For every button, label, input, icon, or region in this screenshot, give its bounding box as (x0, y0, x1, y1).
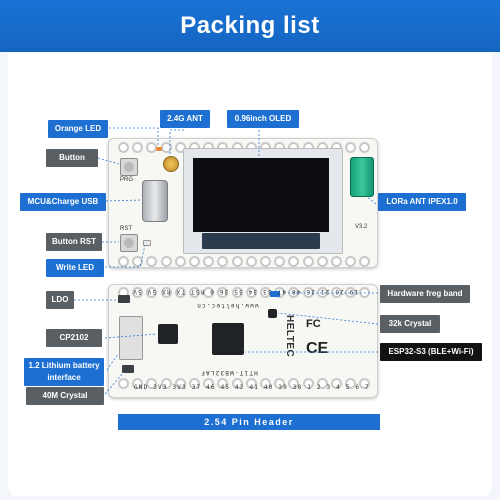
header-pin (160, 378, 172, 389)
header-pin (118, 378, 129, 389)
header-pin (231, 378, 243, 389)
header-pin (245, 287, 257, 298)
header-pin (160, 256, 172, 267)
header-pin (203, 378, 215, 389)
header-pin (288, 256, 300, 267)
header-pin (302, 287, 314, 298)
header-pin (359, 256, 371, 267)
header-pin (217, 287, 229, 298)
header-pin (189, 378, 200, 389)
header-pin (118, 256, 129, 267)
label-esp32: ESP32-S3 (BLE+Wi-Fi) (380, 343, 482, 361)
header-pin (345, 256, 357, 267)
header-pin (331, 256, 342, 267)
oled-screen (193, 158, 329, 232)
header-pin (160, 287, 172, 298)
white-led-chip (143, 240, 151, 246)
header-pin (146, 256, 158, 267)
header-pin (302, 256, 314, 267)
header-pin (174, 256, 186, 267)
rst-button[interactable] (120, 234, 138, 252)
oled-ribbon (202, 233, 320, 249)
bottom-pin-labels: GND 3V3 3V3 37 46 45 42 41 40 39 38 1 2 … (134, 384, 370, 391)
crystal-32k-chip (268, 309, 277, 318)
label-2g4-ant: 2.4G ANT (160, 110, 210, 128)
label-usb: MCU&Charge USB (20, 193, 106, 211)
antenna-connector-2g4 (163, 156, 179, 172)
label-lora-ant: LORa ANT IPEX1.0 (378, 193, 466, 211)
version-silkscreen: V3.2 (355, 224, 368, 230)
label-lithium: 1.2 Lithium battery interface (24, 358, 104, 386)
header-pin (260, 378, 271, 389)
label-40m-crystal: 40M Crystal (26, 387, 104, 405)
label-oled: 0.96inch OLED (227, 110, 299, 128)
header-pin (316, 256, 328, 267)
header-pin (345, 287, 357, 298)
header-pin (189, 256, 200, 267)
header-pin (231, 256, 243, 267)
page-title: Packing list (180, 12, 320, 39)
header-pin (274, 378, 286, 389)
fcc-mark: FC (306, 318, 321, 330)
top-pin-labels: 19 20 21 26 48 47 33 34 35 36 0 RST TX R… (132, 288, 359, 295)
header-pin (245, 256, 257, 267)
header-banner: Packing list (0, 0, 500, 52)
header-pin (160, 142, 172, 153)
header-pin (302, 378, 314, 389)
battery-connector (119, 316, 143, 360)
label-ldo: LDO (46, 291, 74, 309)
header-pin (217, 256, 229, 267)
label-button-rst: Button RST (46, 233, 102, 251)
header-pin (331, 378, 342, 389)
header-pin (245, 378, 257, 389)
prg-silkscreen: PRG (120, 177, 134, 183)
band-component (270, 291, 280, 297)
header-pin (174, 378, 186, 389)
prg-button[interactable] (120, 158, 138, 176)
rst-silkscreen: RST (120, 226, 132, 232)
ldo-chip (118, 295, 130, 303)
header-pin (345, 142, 357, 153)
header-pin (146, 378, 158, 389)
header-pin (345, 378, 357, 389)
header-pin (132, 378, 144, 389)
header-pin (146, 287, 158, 298)
header-pin (359, 287, 371, 298)
label-hw-band: Hardware freg band (380, 285, 470, 303)
header-pin (359, 378, 371, 389)
header-pin (231, 287, 243, 298)
header-pin (118, 142, 129, 153)
header-pin (288, 287, 300, 298)
header-pin (132, 287, 144, 298)
header-pin (331, 287, 342, 298)
header-pin (203, 287, 215, 298)
lora-antenna-connector (350, 157, 374, 197)
header-pin (260, 256, 271, 267)
crystal-40m-chip (122, 365, 134, 373)
label-32k-crystal: 32k Crystal (380, 315, 440, 333)
label-write-led: Write LED (46, 259, 104, 277)
header-pin (217, 378, 229, 389)
header-pin (189, 287, 200, 298)
board-url: www.heltec.cn (196, 302, 259, 309)
header-pin (174, 287, 186, 298)
header-pin (203, 256, 215, 267)
header-pin (288, 378, 300, 389)
header-pin (274, 256, 286, 267)
label-button: Button (46, 149, 98, 167)
header-pin (316, 378, 328, 389)
esp32-chip (212, 323, 244, 355)
cp2102-chip (158, 324, 178, 344)
header-pin (359, 142, 371, 153)
label-pin-header: 2.54 Pin Header (118, 414, 380, 430)
heltec-logo: HELTEC (284, 315, 295, 358)
header-pin (316, 287, 328, 298)
orange-led-chip (156, 147, 162, 151)
label-cp2102: CP2102 (46, 329, 102, 347)
board-model: HT1T-WB32LAF (200, 369, 258, 376)
usb-c-port[interactable] (142, 180, 168, 222)
label-orange-led: Orange LED (48, 120, 108, 138)
ce-mark: CE (306, 340, 329, 357)
